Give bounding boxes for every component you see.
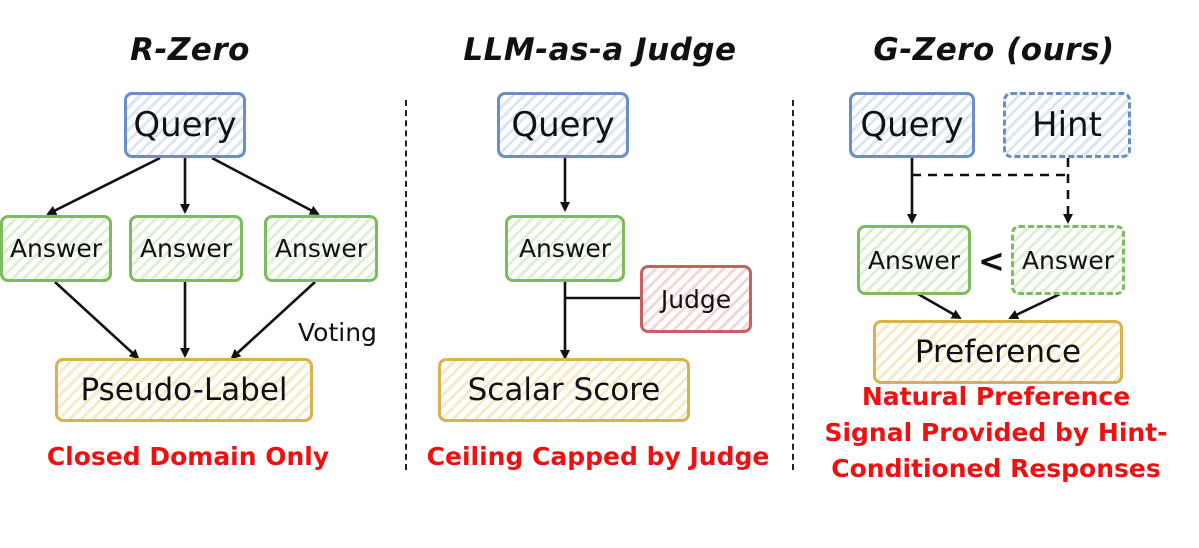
voting-label: Voting [298,318,377,347]
panel-title-r-zero: R-Zero [130,32,250,68]
caption-g-zero-line-1: Natural Preference [861,382,1131,411]
answer-node-left: Answer [857,225,971,295]
edge-query-answer3 [211,156,320,216]
caption-g-zero-line-2: Signal Provided by Hint- [824,418,1168,447]
answer-node-3: Answer [264,215,378,282]
edge-query-answer1 [46,156,161,216]
caption-judge: Ceiling Capped by Judge [426,442,770,471]
edge-answer1-label [54,281,140,360]
preference-node: Preference [873,320,1123,384]
edge-answer3-label [230,281,316,360]
query-node: Query [124,92,246,158]
separator-left [405,100,407,470]
caption-g-zero-line-3: Conditioned Responses [831,454,1161,483]
panel-title-judge: LLM-as-a Judge [463,32,737,68]
judge-node: Judge [640,265,752,333]
answer-node-right: Answer [1011,225,1125,295]
scalar-score-node: Scalar Score [438,358,690,422]
answer-node-2: Answer [129,215,243,282]
answer-node: Answer [505,215,625,282]
panel-title-g-zero: G-Zero (ours) [873,32,1115,68]
answer-node-1: Answer [0,215,112,282]
edge-answer-right-pref [1008,292,1061,320]
separator-right [792,100,794,470]
query-node: Query [849,92,975,158]
comparison-symbol: < [978,242,1005,280]
pseudo-label-node: Pseudo-Label [55,358,313,422]
query-node: Query [497,92,629,158]
hint-node: Hint [1003,92,1131,158]
caption-r-zero: Closed Domain Only [46,442,330,471]
edge-answer-left-pref [917,292,962,320]
